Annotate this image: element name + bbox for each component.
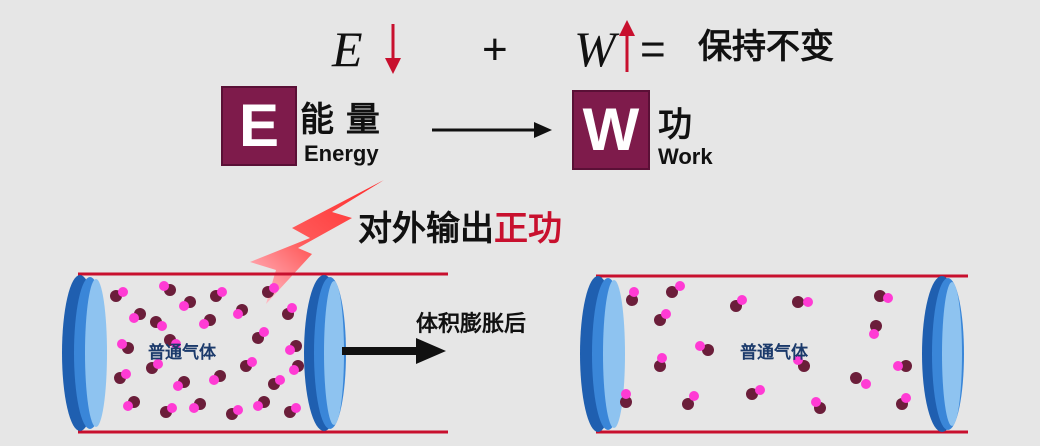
- right-piston: [922, 276, 964, 432]
- work-label-zh: 功: [658, 105, 692, 145]
- work-symbol: W: [574, 21, 616, 77]
- left-piston: [580, 276, 625, 432]
- energy-box: E: [221, 86, 297, 166]
- expansion-label: 体积膨胀后: [416, 312, 527, 337]
- gas-molecules-sparse: [620, 281, 912, 414]
- energy-symbol: E: [332, 21, 363, 77]
- right-piston: [304, 275, 346, 431]
- expansion-arrow: [342, 338, 446, 364]
- gas-molecules-dense: [110, 281, 304, 420]
- energy-to-work-arrow: [432, 122, 552, 138]
- energy-label-en: Energy: [304, 141, 379, 166]
- output-highlight: 正功: [494, 209, 562, 249]
- up-arrow-icon: [619, 20, 635, 72]
- plus-sign: +: [482, 25, 508, 74]
- down-arrow-icon: [385, 24, 401, 74]
- output-text: 对外输出正功: [358, 212, 562, 246]
- cylinder-after: [580, 274, 968, 434]
- left-piston: [62, 275, 107, 431]
- gas-label-after: 普通气体: [740, 343, 808, 363]
- gas-label-before: 普通气体: [148, 343, 216, 363]
- cylinder-before: [62, 272, 448, 434]
- equation-result: 保持不变: [698, 27, 834, 67]
- energy-label-zh: 能 量: [300, 100, 380, 140]
- equals-sign: =: [640, 25, 666, 74]
- work-box: W: [572, 90, 650, 170]
- output-prefix: 对外输出: [358, 209, 494, 249]
- work-label-en: Work: [658, 144, 713, 169]
